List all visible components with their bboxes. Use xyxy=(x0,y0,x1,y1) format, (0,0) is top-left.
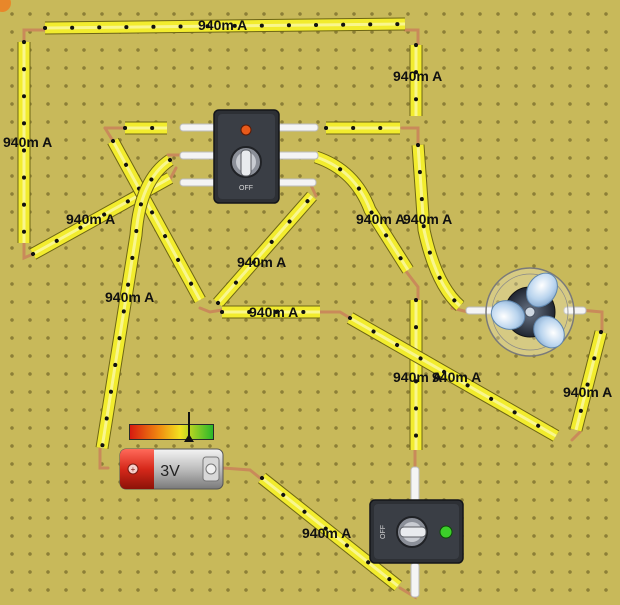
wire-9[interactable] xyxy=(313,150,414,274)
battery-voltage-label: 3V xyxy=(160,463,180,480)
wire-10[interactable] xyxy=(411,143,465,311)
current-label-lower-center: 940m A xyxy=(393,369,443,385)
current-label-bottom: 940m A xyxy=(302,525,352,541)
current-label-center: 940m A xyxy=(249,304,299,320)
toggle-switch-bottom[interactable]: OFF xyxy=(369,499,464,564)
toggle-switch-top[interactable]: OFF xyxy=(213,109,280,204)
current-label-top: 940m A xyxy=(198,17,248,33)
switch-bottom-label: OFF xyxy=(380,525,387,539)
current-label-lower-left: 940m A xyxy=(105,289,155,305)
corner-indicator xyxy=(0,0,11,12)
current-label-right-top: 940m A xyxy=(393,68,443,84)
wire-14[interactable] xyxy=(569,330,608,432)
svg-text:+: + xyxy=(131,465,136,474)
wire-0[interactable] xyxy=(43,17,407,35)
current-label-mid-right: 940m A xyxy=(237,254,287,270)
switch-top-label: OFF xyxy=(239,185,253,192)
wire-13[interactable] xyxy=(346,312,560,442)
current-label-mid-center-b: 940m A xyxy=(403,211,453,227)
current-label-lower-center-b: 940m A xyxy=(432,369,482,385)
current-label-mid-center-a: 940m A xyxy=(356,211,406,227)
wire-8[interactable] xyxy=(213,191,317,308)
status-led-bottom xyxy=(439,525,453,539)
fan-motor[interactable] xyxy=(485,267,575,357)
wire-6[interactable] xyxy=(107,137,206,304)
charge-meter-fill xyxy=(130,425,213,439)
current-label-fan-right: 940m A xyxy=(563,384,613,400)
current-label-mid-left: 940m A xyxy=(66,211,116,227)
status-led-top xyxy=(240,124,252,136)
current-label-left: 940m A xyxy=(3,134,53,150)
wire-15[interactable] xyxy=(257,472,403,592)
battery[interactable]: + 3V xyxy=(119,412,224,490)
wires[interactable] xyxy=(17,17,608,592)
wire-7[interactable] xyxy=(95,154,174,450)
